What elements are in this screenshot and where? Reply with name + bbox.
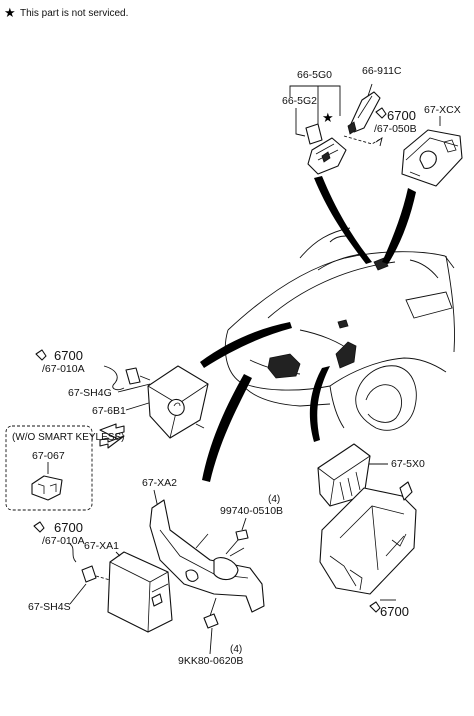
relay-bracket [319, 487, 417, 595]
label-66-5g0: 66-5G0 [297, 69, 332, 81]
label-9kk80-0620b: 9KK80-0620B [178, 655, 243, 667]
legend-note: ★ This part is not serviced. [4, 5, 128, 20]
ref-67-050b: /67-050B [374, 123, 417, 135]
keyless-unit-in-car [267, 353, 301, 379]
vehicle-illustration [224, 227, 455, 431]
legend-text: This part is not serviced. [20, 8, 128, 19]
connector-sh4s [81, 565, 97, 583]
ref-6700-mid: 6700 [54, 348, 83, 363]
connector-67-067 [31, 475, 63, 501]
connector-sh4g [125, 367, 141, 385]
star-marker-icon: ★ [322, 110, 334, 125]
radar-bracket [149, 499, 265, 613]
label-67-xa1: 67-XA1 [84, 540, 119, 552]
key-card [305, 123, 323, 145]
leader-wedges [200, 176, 416, 482]
radar-sensor-xa1 [107, 551, 173, 633]
label-67-067: 67-067 [32, 450, 65, 462]
qty-bolt-top: (4) [268, 494, 280, 505]
label-66-5g2: 66-5G2 [282, 95, 317, 107]
hand-pointer-icon [35, 349, 47, 361]
hand-pointer-icon [369, 601, 381, 613]
sensor-in-car [337, 319, 349, 329]
label-67-5x0: 67-5X0 [391, 458, 425, 470]
keyless-option-box [5, 425, 93, 511]
label-67-sh4s: 67-SH4S [28, 601, 71, 613]
hand-pointer-icon [375, 107, 387, 119]
arrow-left-icon [99, 423, 125, 439]
label-wo-smart-keyless: (W/O SMART KEYLESS) [12, 432, 124, 443]
label-66-911c: 66-911C [362, 65, 402, 77]
key-fob-group: 66-5G0 66-911C 66-5G2 ★ 6700 /67-050B 67… [282, 65, 463, 187]
relay-box-group: 67-5X0 6700 [317, 443, 425, 619]
ref-6700-low: 6700 [54, 520, 83, 535]
label-67-xa2: 67-XA2 [142, 477, 177, 489]
label-67-xcx: 67-XCX [424, 104, 461, 116]
ref-67-010a-low: /67-010A [42, 535, 85, 547]
ref-6700-top: 6700 [387, 108, 416, 123]
ref-67-010a-mid: /67-010A [42, 363, 85, 375]
ref-6700-bottom: 6700 [380, 604, 409, 619]
receiver-in-car [335, 341, 357, 369]
hand-pointer-icon [33, 521, 45, 533]
keyless-module-group: 6700 /67-010A 67-SH4G 67-6B1 (W/O SMART … [5, 348, 209, 511]
label-67-6b1: 67-6B1 [92, 405, 126, 417]
qty-bolt-low: (4) [230, 644, 242, 655]
star-icon: ★ [4, 5, 16, 20]
arrow-right-icon [99, 435, 125, 449]
label-99740-0510b: 99740-0510B [220, 505, 283, 517]
bolt-bottom [203, 613, 219, 629]
radar-group: 67-XA2 (4) 99740-0510B 6700 /67-010A 67-… [28, 477, 283, 667]
label-67-sh4g: 67-SH4G [68, 387, 112, 399]
bolt-top [235, 529, 249, 541]
